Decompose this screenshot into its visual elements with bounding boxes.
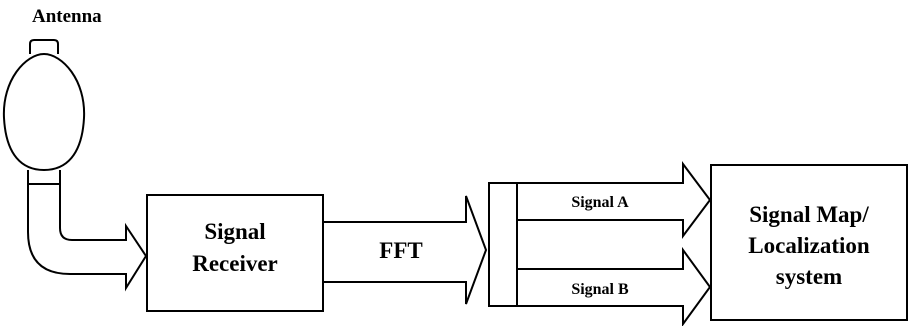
signal-b-label: Signal B xyxy=(571,281,629,298)
antenna-cable-arrow xyxy=(27,183,148,292)
signal-a-arrow xyxy=(516,161,712,239)
signal-b-arrow xyxy=(516,246,712,326)
splitter-block xyxy=(488,182,518,307)
signal-map-label-line1: Signal Map/ xyxy=(749,202,869,227)
signal-receiver-box xyxy=(146,194,324,312)
signal-a-label: Signal A xyxy=(571,194,629,211)
antenna-label: Antenna xyxy=(32,6,102,27)
antenna-icon xyxy=(2,39,86,186)
signal-map-box xyxy=(710,164,908,321)
fft-arrow xyxy=(322,195,488,305)
signal-map-label-line3: system xyxy=(776,264,842,289)
signal-map-label-line2: Localization xyxy=(748,233,870,258)
fft-label: FFT xyxy=(379,238,422,263)
signal-receiver-label-line1: Signal xyxy=(204,219,265,244)
signal-receiver-label-line2: Receiver xyxy=(192,251,278,276)
